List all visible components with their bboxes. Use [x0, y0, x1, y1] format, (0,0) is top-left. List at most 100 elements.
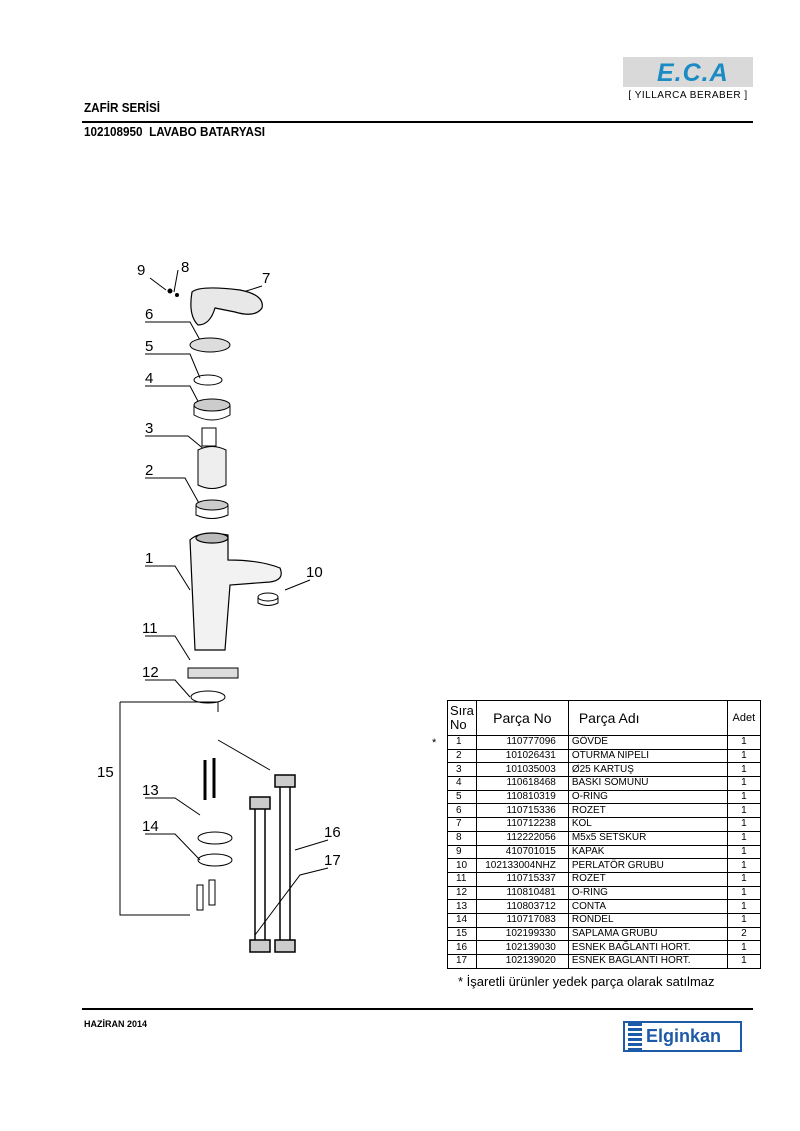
oring-2-part	[190, 690, 226, 704]
callout-10: 10	[306, 564, 323, 581]
date-label: HAZİRAN 2014	[84, 1019, 148, 1029]
stud-parts	[203, 758, 216, 800]
cell-parca-no: 102133004NHZ	[475, 858, 569, 873]
cell-parca-no: 102139020	[475, 954, 569, 969]
rosette-part	[189, 337, 231, 353]
cell-sira: 17	[447, 954, 477, 969]
cell-parca-no: 110803712	[475, 899, 569, 914]
handle-part	[190, 287, 263, 326]
callout-9: 9	[137, 262, 146, 279]
cell-parca-adi: M5x5 SETSKUR	[567, 830, 728, 846]
callout-5: 5	[145, 338, 154, 355]
callout-14: 14	[142, 818, 159, 835]
cell-adet: 2	[726, 926, 761, 942]
col-parca-no: Parça No	[475, 700, 569, 736]
callout-13: 13	[142, 782, 159, 799]
callout-1: 1	[145, 550, 154, 567]
cell-sira: 16	[447, 940, 477, 955]
cell-parca-no: 110618468	[475, 776, 569, 791]
aerator-part	[257, 592, 279, 606]
callout-7: 7	[262, 270, 271, 287]
cell-adet: 1	[726, 735, 761, 750]
cell-parca-adi: KOL	[567, 817, 728, 832]
cell-sira: 2	[447, 748, 477, 764]
cell-sira: 8	[447, 830, 477, 846]
cell-parca-no: 110777096	[475, 735, 569, 750]
elginkan-logo: Elginkan	[623, 1021, 742, 1052]
callout-3: 3	[145, 420, 154, 437]
cell-adet: 1	[726, 940, 761, 955]
cell-sira: 4	[447, 776, 477, 791]
cell-sira: 5	[447, 789, 477, 805]
callout-4: 4	[145, 370, 154, 387]
hose-parts	[249, 774, 296, 953]
cell-parca-no: 110717083	[475, 912, 569, 928]
cell-adet: 1	[726, 899, 761, 914]
cell-adet: 1	[726, 789, 761, 805]
cell-parca-adi: PERLATÖR GRUBU	[567, 858, 728, 873]
body-part	[189, 532, 282, 651]
stud-2-parts	[196, 879, 216, 911]
cell-parca-adi: BASKI SOMUNU	[567, 776, 728, 791]
cell-parca-no: 110810481	[475, 885, 569, 901]
cell-parca-no: 102139030	[475, 940, 569, 955]
cell-parca-no: 112222056	[475, 830, 569, 846]
nut-part	[193, 398, 231, 421]
cell-parca-no: 110715336	[475, 803, 569, 819]
cap-part	[167, 288, 173, 294]
cell-sira: 10	[447, 858, 477, 873]
cell-adet: 1	[726, 817, 761, 832]
product-title: 102108950 LAVABO BATARYASI	[84, 124, 266, 139]
cell-parca-adi: RONDEL	[567, 912, 728, 928]
cell-parca-no: 101026431	[475, 748, 569, 764]
callout-2: 2	[145, 462, 154, 479]
cell-sira: 12	[447, 885, 477, 901]
footnote: * İşaretli ürünler yedek parça olarak sa…	[458, 974, 715, 989]
cell-adet: 1	[726, 858, 761, 873]
cell-parca-adi: OTURMA NİPELİ	[567, 748, 728, 764]
cell-parca-adi: GÖVDE	[567, 735, 728, 750]
cell-sira: 1	[447, 735, 477, 750]
cell-adet: 1	[726, 885, 761, 901]
nipple-part	[195, 499, 229, 519]
cell-sira: 14	[447, 912, 477, 928]
cell-adet: 1	[726, 776, 761, 791]
callout-16: 16	[324, 824, 341, 841]
cell-parca-adi: SAPLAMA GRUBU	[567, 926, 728, 942]
cell-parca-adi: ESNEK BAĞLANTI HORT.	[567, 954, 728, 969]
callout-17: 17	[324, 852, 341, 869]
cell-parca-no: 101035003	[475, 762, 569, 778]
cell-parca-adi: O-RİNG	[567, 885, 728, 901]
cell-parca-adi: Ø25 KARTUŞ	[567, 762, 728, 778]
cell-sira: 13	[447, 899, 477, 914]
cell-parca-no: 110810319	[475, 789, 569, 805]
oring-part	[193, 374, 223, 386]
cell-sira: 3	[447, 762, 477, 778]
callout-11: 11	[142, 620, 158, 637]
cell-adet: 1	[726, 803, 761, 819]
callout-15: 15	[97, 764, 114, 781]
cell-parca-adi: ROZET	[567, 803, 728, 819]
cell-parca-no: 410701015	[475, 844, 569, 860]
cell-parca-adi: CONTA	[567, 899, 728, 914]
cell-adet: 1	[726, 762, 761, 778]
callout-8: 8	[181, 259, 190, 276]
cell-parca-adi: ESNEK BAĞLANTI HORT.	[567, 940, 728, 955]
